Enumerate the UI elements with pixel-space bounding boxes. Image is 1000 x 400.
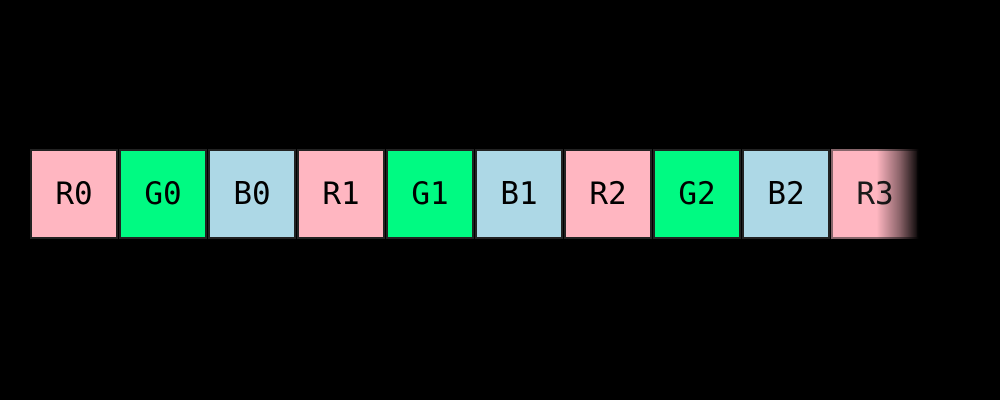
memory-cell-r3-truncated: R3: [831, 149, 919, 239]
memory-cell-label: R1: [322, 175, 360, 212]
memory-cell-g1: G1: [386, 149, 474, 239]
memory-cell-label: R0: [55, 175, 93, 212]
memory-cell-label: B2: [767, 175, 805, 212]
memory-cell-g0: G0: [119, 149, 207, 239]
memory-cell-b0: B0: [208, 149, 296, 239]
interleaved-channel-strip: R0 G0 B0 R1 G1 B1 R2 G2 B2 R3: [30, 149, 920, 239]
memory-cell-label: G1: [411, 175, 449, 212]
memory-cell-label: G0: [144, 175, 182, 212]
memory-cell-label: R3: [856, 175, 894, 212]
memory-cell-b1: B1: [475, 149, 563, 239]
memory-cell-r0: R0: [30, 149, 118, 239]
memory-cell-b2: B2: [742, 149, 830, 239]
memory-cell-label: B1: [500, 175, 538, 212]
memory-cell-g2: G2: [653, 149, 741, 239]
memory-cell-label: G2: [678, 175, 716, 212]
memory-cell-r2: R2: [564, 149, 652, 239]
memory-cell-label: R2: [589, 175, 627, 212]
memory-cell-label: B0: [233, 175, 271, 212]
memory-cell-r1: R1: [297, 149, 385, 239]
